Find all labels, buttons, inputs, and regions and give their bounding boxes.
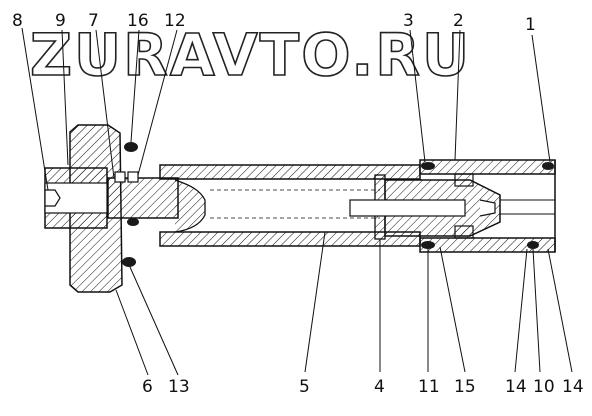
seal-3 [421, 162, 435, 170]
callout-11: 11 [418, 377, 440, 397]
watermark-text: ZURAVTO.RU [30, 21, 471, 89]
callout-14-b: 14 [562, 377, 584, 397]
seal-16 [124, 142, 138, 152]
inlet-fitting [44, 167, 108, 229]
callout-7: 7 [88, 11, 99, 31]
seal-11 [421, 241, 435, 249]
seals [122, 142, 554, 267]
leader-lines [21, 27, 573, 376]
callout-4: 4 [374, 377, 385, 397]
seal-12 [127, 218, 139, 226]
callout-3: 3 [403, 11, 414, 31]
callout-labels-bottom: 6 13 5 4 11 15 14 10 14 [142, 377, 584, 397]
callout-14-a: 14 [505, 377, 527, 397]
valve-body [349, 179, 501, 237]
callout-15: 15 [454, 377, 476, 397]
callout-5: 5 [299, 377, 310, 397]
seal-13 [122, 257, 136, 267]
callout-9: 9 [55, 11, 66, 31]
seal-1 [542, 162, 554, 170]
callout-10: 10 [533, 377, 555, 397]
callout-16: 16 [127, 11, 149, 31]
callout-8: 8 [12, 11, 23, 31]
seal-10 [527, 241, 539, 249]
callout-2: 2 [453, 11, 464, 31]
callout-1: 1 [525, 15, 536, 35]
callout-12: 12 [164, 11, 186, 31]
callout-labels-top: 8 9 7 16 12 3 2 1 [12, 11, 536, 35]
outer-housing [419, 159, 556, 253]
callout-13: 13 [168, 377, 190, 397]
callout-6: 6 [142, 377, 153, 397]
